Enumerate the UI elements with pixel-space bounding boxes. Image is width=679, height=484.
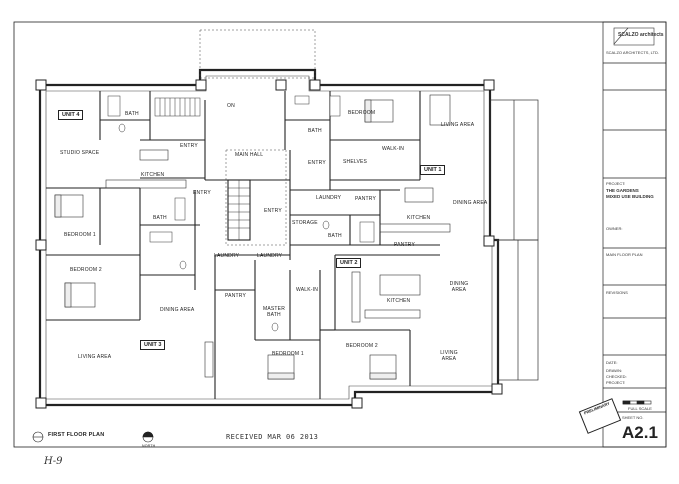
sheet-label: SHEET NO. — [622, 415, 644, 420]
room-label: KITCHEN — [141, 172, 165, 178]
unit-tag: UNIT 1 — [420, 165, 446, 175]
unit-tag: UNIT 3 — [140, 340, 166, 350]
caption-marker — [32, 431, 44, 443]
kitchen-counters — [105, 179, 451, 378]
tables — [139, 94, 451, 296]
room-label: ENTRY — [193, 190, 211, 196]
room-label: ENTRY — [180, 143, 198, 149]
project-name: THE GARDENS — [606, 188, 639, 193]
room-label: BATH — [328, 233, 342, 239]
stairs — [154, 97, 250, 240]
firm-logo-text: SCALZO architects — [618, 32, 664, 38]
north-arrow — [142, 431, 154, 443]
title-block-frame — [602, 21, 667, 448]
room-label: LIVING AREA — [440, 350, 458, 362]
room-label: WALK-IN — [296, 287, 319, 293]
project-label: PROJECT: — [606, 181, 626, 186]
interior-walls — [46, 91, 440, 399]
room-label: MASTER BATH — [262, 306, 286, 318]
drawn-label: DRAWN: — [606, 368, 623, 373]
owner-label: OWNER: — [606, 226, 623, 231]
plan-caption: FIRST FLOOR PLAN — [48, 432, 105, 438]
unit-tag: UNIT 2 — [336, 258, 362, 268]
project-subname: MIXED USE BUILDING — [606, 194, 654, 199]
room-label: BEDROOM 1 — [272, 351, 304, 357]
bath-fixtures — [107, 95, 375, 332]
handwritten-note: H-9 — [44, 456, 63, 467]
north-label: NORTH — [142, 444, 156, 448]
room-label: BATH — [125, 111, 139, 117]
firm-logo — [613, 27, 655, 46]
room-label: BEDROOM 2 — [346, 343, 378, 349]
room-label: BATH — [153, 215, 167, 221]
scale-label: FULL SCALE — [628, 406, 652, 411]
room-label: SHELVES — [343, 159, 368, 165]
drawing-title: MAIN FLOOR PLAN — [606, 252, 643, 257]
checked-label: CHECKED: — [606, 374, 627, 379]
room-label: WALK-IN — [382, 146, 405, 152]
room-label: LAUNDRY — [257, 253, 283, 259]
beds — [54, 99, 397, 380]
room-label: STUDIO SPACE — [60, 150, 100, 156]
unit-tag: UNIT 4 — [58, 110, 84, 120]
received-stamp: RECEIVED MAR 06 2013 — [226, 433, 319, 441]
room-label: BATH — [308, 128, 322, 134]
room-label: STORAGE — [292, 220, 318, 226]
sheet-number: A2.1 — [622, 423, 658, 442]
room-label: BEDROOM 2 — [70, 267, 102, 273]
revisions-label: REVISIONS — [606, 290, 628, 295]
room-label: ENTRY — [264, 208, 282, 214]
room-label: MAIN HALL — [235, 152, 264, 158]
room-label: DINING AREA — [453, 200, 488, 206]
room-label: ON — [227, 103, 235, 109]
room-label: PANTRY — [394, 242, 416, 248]
room-label: DINING AREA — [449, 281, 469, 293]
room-label: PANTRY — [355, 196, 377, 202]
room-label: PANTRY — [225, 293, 247, 299]
project-no-label: PROJECT: — [606, 380, 626, 385]
room-label: KITCHEN — [387, 298, 411, 304]
firm-name: SCALZO ARCHITECTS, LTD. — [606, 50, 660, 55]
scale-bar — [622, 400, 652, 405]
room-label: BEDROOM — [348, 110, 376, 116]
date-label: DATE: — [606, 360, 618, 365]
room-label: BEDROOM 1 — [64, 232, 96, 238]
room-label: DINING AREA — [160, 307, 195, 313]
room-label: LAUNDRY — [214, 253, 240, 259]
room-label: LIVING AREA — [78, 354, 112, 360]
room-label: KITCHEN — [407, 215, 431, 221]
room-label: LAUNDRY — [316, 195, 342, 201]
room-label: ENTRY — [308, 160, 326, 166]
room-label: LIVING AREA — [441, 122, 475, 128]
